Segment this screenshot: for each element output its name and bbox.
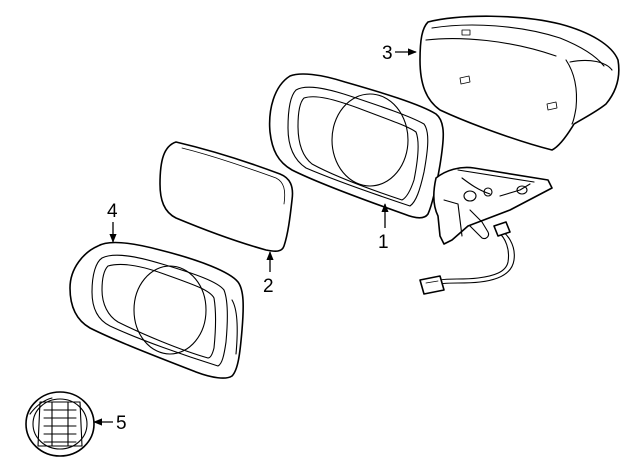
mirror-actuator (25, 391, 95, 457)
mirror-frame (69, 241, 244, 379)
mirror-cover (419, 15, 620, 151)
callout-5: 5 (116, 413, 127, 434)
callout-arrows (93, 48, 417, 426)
callout-3: 3 (382, 43, 393, 64)
mirror-glass (159, 141, 294, 252)
mirror-housing (268, 73, 553, 295)
callout-2: 2 (263, 276, 274, 297)
callout-labels: 3 1 2 4 5 (107, 43, 393, 434)
callout-1: 1 (378, 232, 389, 253)
callout-4: 4 (107, 201, 118, 222)
